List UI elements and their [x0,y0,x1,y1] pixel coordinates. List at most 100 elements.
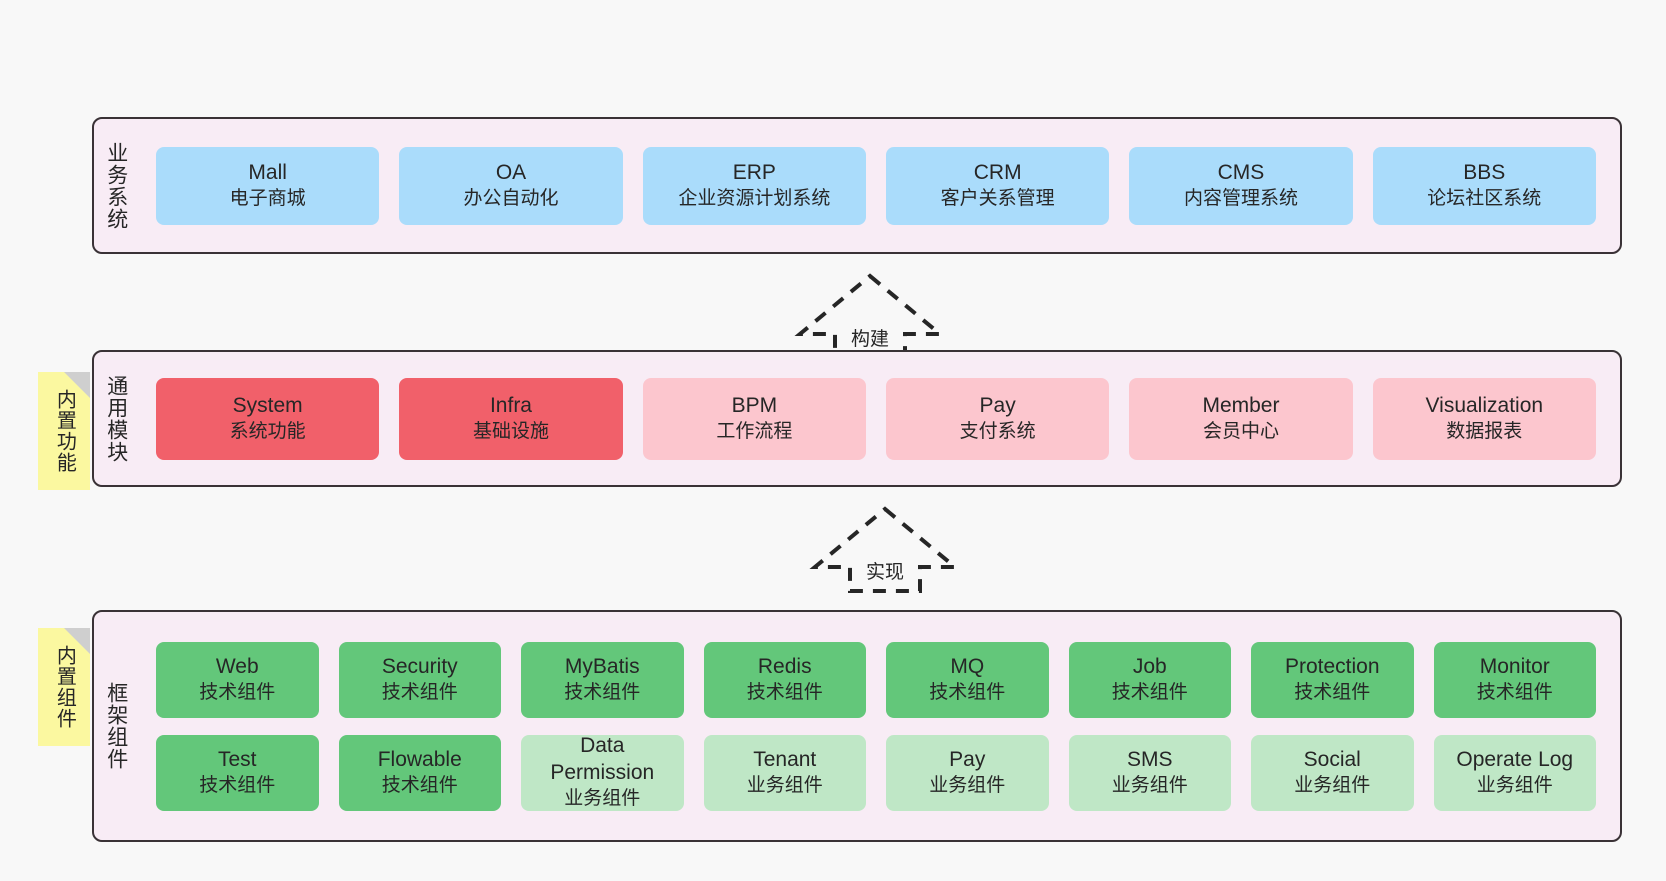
node-flowable[interactable]: Flowable 技术组件 [338,734,501,811]
node-protection[interactable]: Protection 技术组件 [1251,641,1414,718]
node-oa[interactable]: OA 办公自动化 [399,146,623,225]
node-title: Redis [757,654,812,678]
node-title: CMS [1217,160,1265,184]
node-subtitle: 电子商城 [229,187,306,209]
node-title: Security [381,654,458,678]
node-subtitle: 技术组件 [1294,681,1371,703]
layer-title-framework: 框架组件 [104,682,128,770]
node-subtitle: 业务组件 [564,788,641,810]
node-security[interactable]: Security 技术组件 [338,641,501,718]
layer-title-modules: 通用模块 [104,374,128,463]
note-fold-corner-icon [64,372,90,398]
node-subtitle: 办公自动化 [463,187,559,209]
node-row: Web 技术组件 Security 技术组件 MyBatis 技术组件 Redi… [146,641,1606,718]
node-row: Mall 电子商城 OA 办公自动化 ERP 企业资源计划系统 CRM 客户关系… [146,146,1606,225]
layer-body-modules: System 系统功能 Infra 基础设施 BPM 工作流程 Pay 支付系统… [138,352,1620,485]
node-title: Member [1202,393,1280,417]
node-subtitle: 论坛社区系统 [1427,187,1542,209]
node-mall[interactable]: Mall 电子商城 [156,146,380,225]
node-title: MyBatis [564,654,640,678]
node-subtitle: 技术组件 [1111,681,1188,703]
arrow-implement: 实现 [809,505,961,595]
node-title: Data [580,734,625,758]
node-subtitle: 内容管理系统 [1183,187,1298,209]
node-subtitle: 技术组件 [929,681,1006,703]
node-pay-component[interactable]: Pay 业务组件 [886,734,1049,811]
node-monitor[interactable]: Monitor 技术组件 [1433,641,1596,718]
node-subtitle: 技术组件 [199,774,276,796]
node-bbs[interactable]: BBS 论坛社区系统 [1372,146,1596,225]
node-subtitle: 业务组件 [1294,774,1371,796]
node-web[interactable]: Web 技术组件 [156,641,319,718]
node-subtitle: 支付系统 [959,420,1036,442]
node-subtitle: 系统功能 [229,420,306,442]
node-title: MQ [950,654,985,678]
node-title: BPM [731,393,778,417]
node-subtitle: 业务组件 [1111,774,1188,796]
node-title: Web [215,654,259,678]
node-test[interactable]: Test 技术组件 [156,734,319,811]
node-social[interactable]: Social 业务组件 [1251,734,1414,811]
node-subtitle: 数据报表 [1446,420,1523,442]
node-title-line2: Permission [550,761,655,785]
layer-body-business: Mall 电子商城 OA 办公自动化 ERP 企业资源计划系统 CRM 客户关系… [138,119,1620,252]
node-subtitle: 基础设施 [472,420,549,442]
sticky-note-builtin-components: 内置组件 [38,628,90,746]
node-subtitle: 工作流程 [716,420,793,442]
node-title: Visualization [1425,393,1544,417]
node-subtitle: 技术组件 [1476,681,1553,703]
node-infra[interactable]: Infra 基础设施 [399,377,623,460]
node-title: Protection [1284,654,1380,678]
note-fold-corner-icon [64,628,90,654]
node-data-permission[interactable]: Data Permission 业务组件 [521,734,684,811]
node-crm[interactable]: CRM 客户关系管理 [885,146,1110,225]
node-title: Social [1303,747,1361,771]
node-redis[interactable]: Redis 技术组件 [703,641,866,718]
node-cms[interactable]: CMS 内容管理系统 [1129,146,1353,225]
node-title: OA [495,160,527,184]
node-subtitle: 业务组件 [929,774,1006,796]
node-title: Mall [248,160,287,184]
node-title: ERP [732,160,776,184]
sticky-note-builtin-features: 内置功能 [38,372,90,490]
node-subtitle: 企业资源计划系统 [678,187,831,209]
node-title: Infra [489,393,532,417]
layer-common-modules: 通用模块 System 系统功能 Infra 基础设施 BPM 工作流程 Pay… [92,350,1622,487]
node-subtitle: 技术组件 [564,681,641,703]
node-row: Test 技术组件 Flowable 技术组件 Data Permission … [146,734,1606,811]
node-subtitle: 技术组件 [381,774,458,796]
layer-framework-components: 框架组件 Web 技术组件 Security 技术组件 MyBatis 技术组件… [92,610,1622,842]
node-erp[interactable]: ERP 企业资源计划系统 [642,146,866,225]
layer-body-framework: Web 技术组件 Security 技术组件 MyBatis 技术组件 Redi… [138,612,1620,840]
sticky-note-label: 内置功能 [53,389,76,473]
node-pay-module[interactable]: Pay 支付系统 [885,377,1110,460]
node-title: Test [217,747,257,771]
node-title: Tenant [753,747,817,771]
node-subtitle: 技术组件 [746,681,823,703]
node-title: BBS [1463,160,1506,184]
node-title: Pay [949,747,986,771]
node-subtitle: 会员中心 [1202,420,1279,442]
node-job[interactable]: Job 技术组件 [1068,641,1231,718]
node-title: System [232,393,303,417]
node-mybatis[interactable]: MyBatis 技术组件 [521,641,684,718]
node-subtitle: 业务组件 [1476,774,1553,796]
node-subtitle: 技术组件 [199,681,276,703]
node-tenant[interactable]: Tenant 业务组件 [703,734,866,811]
node-title: Operate Log [1456,747,1574,771]
node-operate-log[interactable]: Operate Log 业务组件 [1433,734,1596,811]
node-member[interactable]: Member 会员中心 [1129,377,1353,460]
sticky-note-label: 内置组件 [53,645,76,729]
node-title: Monitor [1479,654,1550,678]
node-visualization[interactable]: Visualization 数据报表 [1372,377,1596,460]
node-mq[interactable]: MQ 技术组件 [886,641,1049,718]
node-title: Pay [979,393,1016,417]
node-sms[interactable]: SMS 业务组件 [1068,734,1231,811]
layer-title-business: 业务系统 [104,141,128,230]
node-bpm[interactable]: BPM 工作流程 [642,377,866,460]
node-subtitle: 业务组件 [746,774,823,796]
node-title: SMS [1126,747,1173,771]
node-system[interactable]: System 系统功能 [156,377,380,460]
arrow-build: 构建 [794,272,946,362]
